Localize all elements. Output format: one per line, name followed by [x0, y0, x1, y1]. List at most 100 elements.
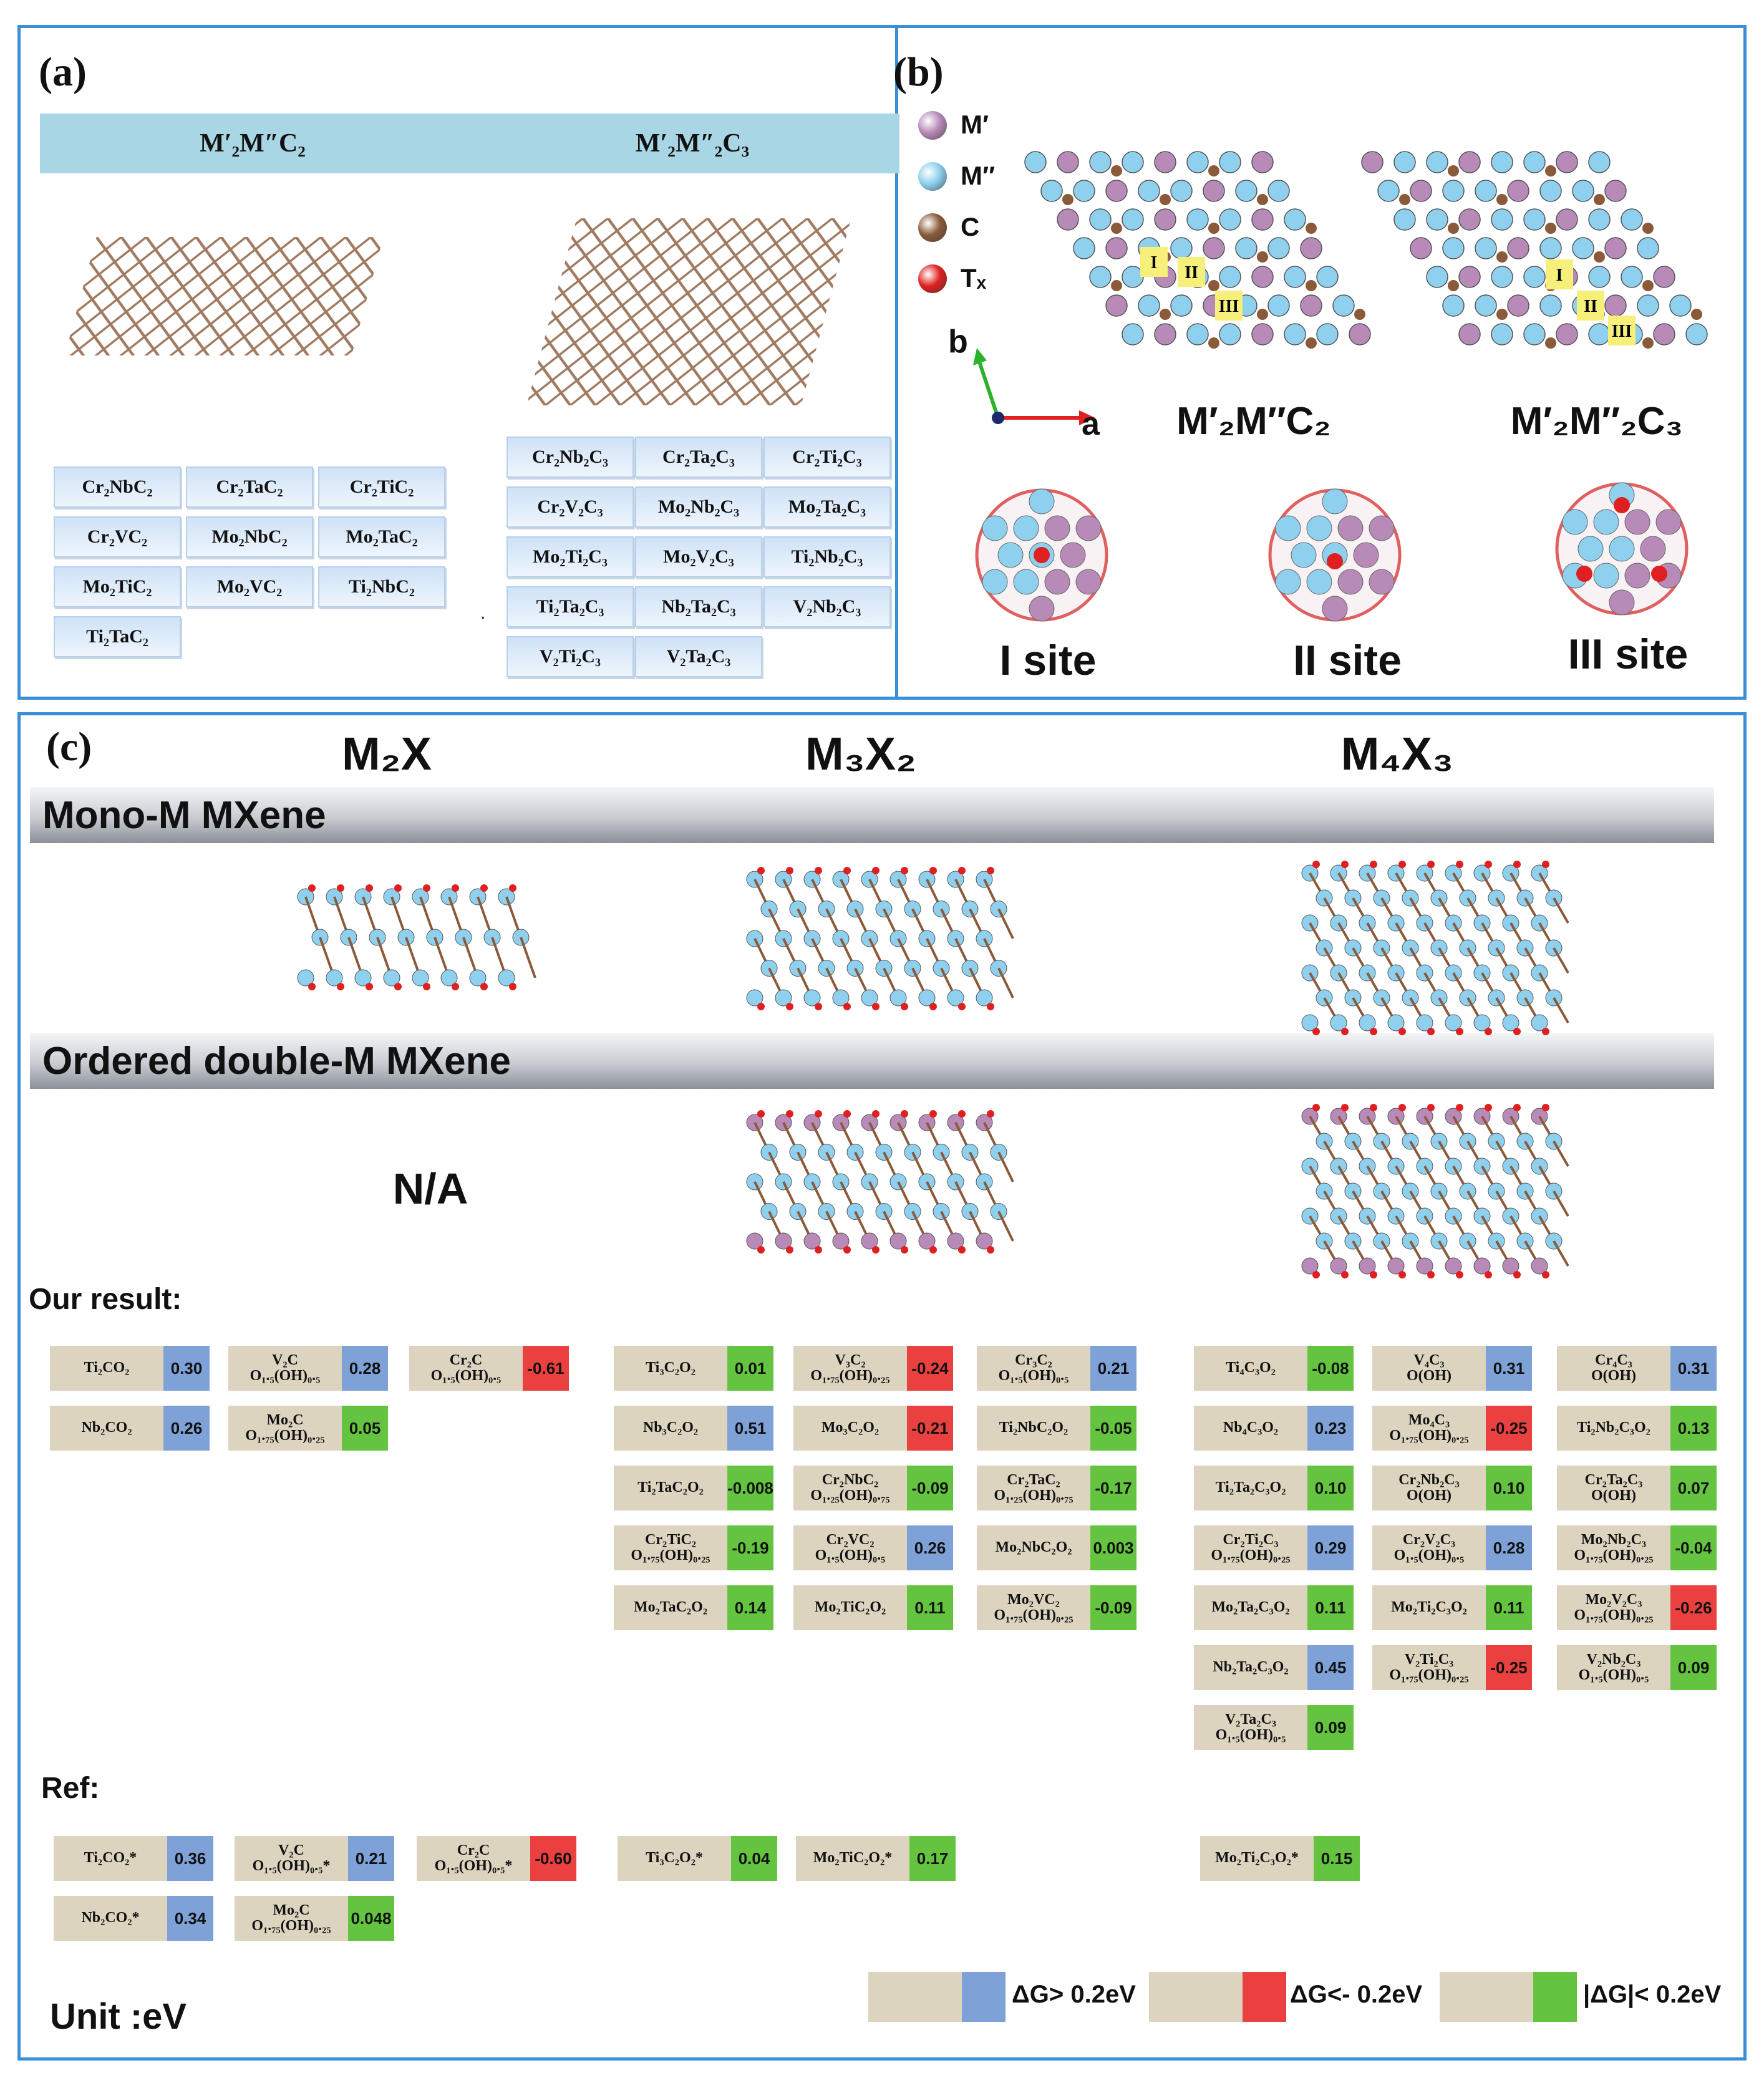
legend-swatch-blue	[962, 1972, 1006, 2022]
cell-formula: Cr₃C₂ O₁.₅(OH)₀.₅	[977, 1346, 1090, 1391]
mono-formula-box: Mo₂TiC₂	[54, 566, 181, 607]
legend-swatch-bg-3	[1440, 1972, 1533, 2022]
m2x-mono-slab	[297, 884, 536, 990]
gibbs-energy-cell: Mo₂VC₂ O₁.₇₅(OH)₀.₂₅-0.09	[977, 1585, 1136, 1630]
mono-formula-box: V₂Ta₂C₃	[635, 636, 762, 677]
svg-text:II: II	[1185, 263, 1198, 283]
cell-value: 0.17	[909, 1836, 956, 1881]
cell-value: 0.09	[1307, 1705, 1354, 1750]
svg-text:I: I	[1556, 266, 1563, 285]
cell-formula: Nb₄C₃O₂	[1194, 1406, 1307, 1451]
cell-formula: Mo₃C₂O₂	[793, 1406, 907, 1451]
mono-formula-box: Cr₂Ti₂C₃	[763, 437, 891, 478]
cell-value: 0.11	[1486, 1585, 1532, 1630]
mono-formula-box: Mo₂TaC₂	[318, 516, 445, 558]
cell-value: 0.30	[163, 1346, 210, 1391]
mono-formula-box: Cr₂Ta₂C₃	[635, 437, 762, 478]
cell-value: -0.25	[1486, 1406, 1532, 1451]
mono-m-mxene-bar: Mono-M MXene	[30, 787, 1714, 843]
cell-value: 0.26	[163, 1406, 210, 1451]
col-header-m4x3: M₄X₃	[1340, 728, 1454, 780]
cell-formula: Cr₂Ti₂C₃ O₁.₇₅(OH)₀.₂₅	[1194, 1525, 1307, 1570]
cell-value: 0.51	[727, 1406, 773, 1451]
cell-formula: V₂C O₁.₅(OH)₀.₅*	[235, 1836, 348, 1881]
cell-formula: Nb₃C₂O₂	[614, 1406, 727, 1451]
cell-formula: Ti₂Nb₂C₃O₂	[1557, 1406, 1670, 1451]
cell-value: -0.04	[1670, 1525, 1717, 1570]
col-header-m3x2: M₃X₂	[805, 728, 917, 780]
mono-formula-box: V₂Ti₂C₃	[506, 636, 634, 677]
gibbs-energy-cell: Ti₂NbC₂O₂-0.05	[977, 1406, 1136, 1451]
m2mc2-structure-illustration	[64, 237, 384, 355]
cell-value: 0.21	[348, 1836, 394, 1881]
cell-value: 0.07	[1670, 1466, 1717, 1510]
cell-value: 0.05	[342, 1406, 388, 1451]
gibbs-energy-cell: Cr₂TaC₂ O₁.₂₅(OH)₀.₇₅-0.17	[977, 1466, 1136, 1510]
cell-formula: Ti₂CO₂*	[54, 1836, 167, 1881]
cell-value: 0.01	[727, 1346, 773, 1391]
cell-value: 0.31	[1670, 1346, 1717, 1391]
cell-value: -0.19	[727, 1525, 773, 1570]
panel-a-header-right: M′₂M″₂C₃	[635, 129, 750, 158]
panel-a-header-band	[40, 114, 899, 173]
cell-formula: Cr₂Ta₂C₃ O(OH)	[1557, 1466, 1670, 1510]
cell-formula: Cr₂VC₂ O₁.₅(OH)₀.₅	[793, 1525, 907, 1570]
cell-value: 0.45	[1307, 1645, 1354, 1690]
cell-value: 0.13	[1670, 1406, 1717, 1451]
cell-value: 0.21	[1090, 1346, 1136, 1391]
mono-formula-box: Mo₂Nb₂C₃	[635, 486, 762, 528]
cell-value: 0.28	[1486, 1525, 1532, 1570]
cell-formula: V₂Ta₂C₃ O₁.₅(OH)₀.₅	[1194, 1705, 1307, 1750]
cell-value: 0.11	[1307, 1585, 1354, 1630]
legend-swatch-bg-1	[868, 1972, 962, 2022]
gibbs-energy-cell: Cr₂C O₁.₅(OH)₀.₅*-0.60	[417, 1836, 576, 1881]
gibbs-energy-cell: Mo₂TiC₂O₂*0.17	[796, 1836, 956, 1881]
cell-value: -0.08	[1307, 1346, 1354, 1391]
gibbs-energy-cell: V₂Ti₂C₃ O₁.₇₅(OH)₀.₂₅-0.25	[1372, 1645, 1532, 1690]
axis-b-label: b	[948, 324, 968, 360]
cell-formula: Ti₃C₂O₂*	[618, 1836, 731, 1881]
m3x2-ordered-slab	[746, 1110, 1014, 1254]
legend-text-blue: ΔG> 0.2eV	[1012, 1981, 1136, 2008]
cell-formula: Ti₂Ta₂C₃O₂	[1194, 1466, 1307, 1510]
cell-formula: Cr₂C O₁.₅(OH)₀.₅	[409, 1346, 523, 1391]
mono-formula-box: Mo₂Ti₂C₃	[506, 536, 634, 577]
svg-text:II: II	[1584, 297, 1597, 316]
svg-text:III: III	[1612, 322, 1632, 341]
mono-formula-box: Ti₂NbC₂	[318, 566, 445, 607]
unit-label: Unit :eV	[50, 1996, 187, 2037]
cell-formula: V₂Nb₂C₃ O₁.₅(OH)₀.₅	[1557, 1645, 1670, 1690]
mono-formula-box: Ti₂Ta₂C₃	[506, 586, 634, 627]
cell-formula: Mo₄C₃ O₁.₇₅(OH)₀.₂₅	[1372, 1406, 1486, 1451]
cell-value: 0.15	[1314, 1836, 1360, 1881]
mono-formula-box: Cr₂TiC₂	[318, 466, 445, 508]
legend-atom-name: Tₓ	[961, 263, 987, 292]
gibbs-energy-cell: Cr₂C O₁.₅(OH)₀.₅-0.61	[409, 1346, 569, 1391]
cell-formula: Cr₂C O₁.₅(OH)₀.₅*	[417, 1836, 530, 1881]
cell-formula: Mo₂VC₂ O₁.₇₅(OH)₀.₂₅	[977, 1585, 1090, 1630]
mono-formula-box: Mo₂VC₂	[186, 566, 313, 607]
cell-value: -0.24	[907, 1346, 953, 1391]
cell-value: -0.09	[1090, 1585, 1136, 1630]
panel-a-header-left: M′₂M″C₂	[200, 129, 306, 158]
cell-value: 0.048	[348, 1896, 394, 1941]
axis-indicator	[973, 348, 1095, 425]
cell-value: -0.17	[1090, 1466, 1136, 1510]
cell-formula: Ti₃C₂O₂	[614, 1346, 727, 1391]
gibbs-energy-cell: Mo₂Nb₂C₃ O₁.₇₅(OH)₀.₂₅-0.04	[1557, 1525, 1717, 1570]
cell-value: 0.003	[1090, 1525, 1136, 1570]
cell-formula: Cr₂TaC₂ O₁.₂₅(OH)₀.₇₅	[977, 1466, 1090, 1510]
cell-formula: Mo₂C O₁.₇₅(OH)₀.₂₅	[228, 1406, 342, 1451]
cell-value: 0.34	[167, 1896, 213, 1941]
gibbs-energy-cell: V₃C₂ O₁.₇₅(OH)₀.₂₅-0.24	[793, 1346, 953, 1391]
svg-text:I: I	[1151, 253, 1158, 273]
